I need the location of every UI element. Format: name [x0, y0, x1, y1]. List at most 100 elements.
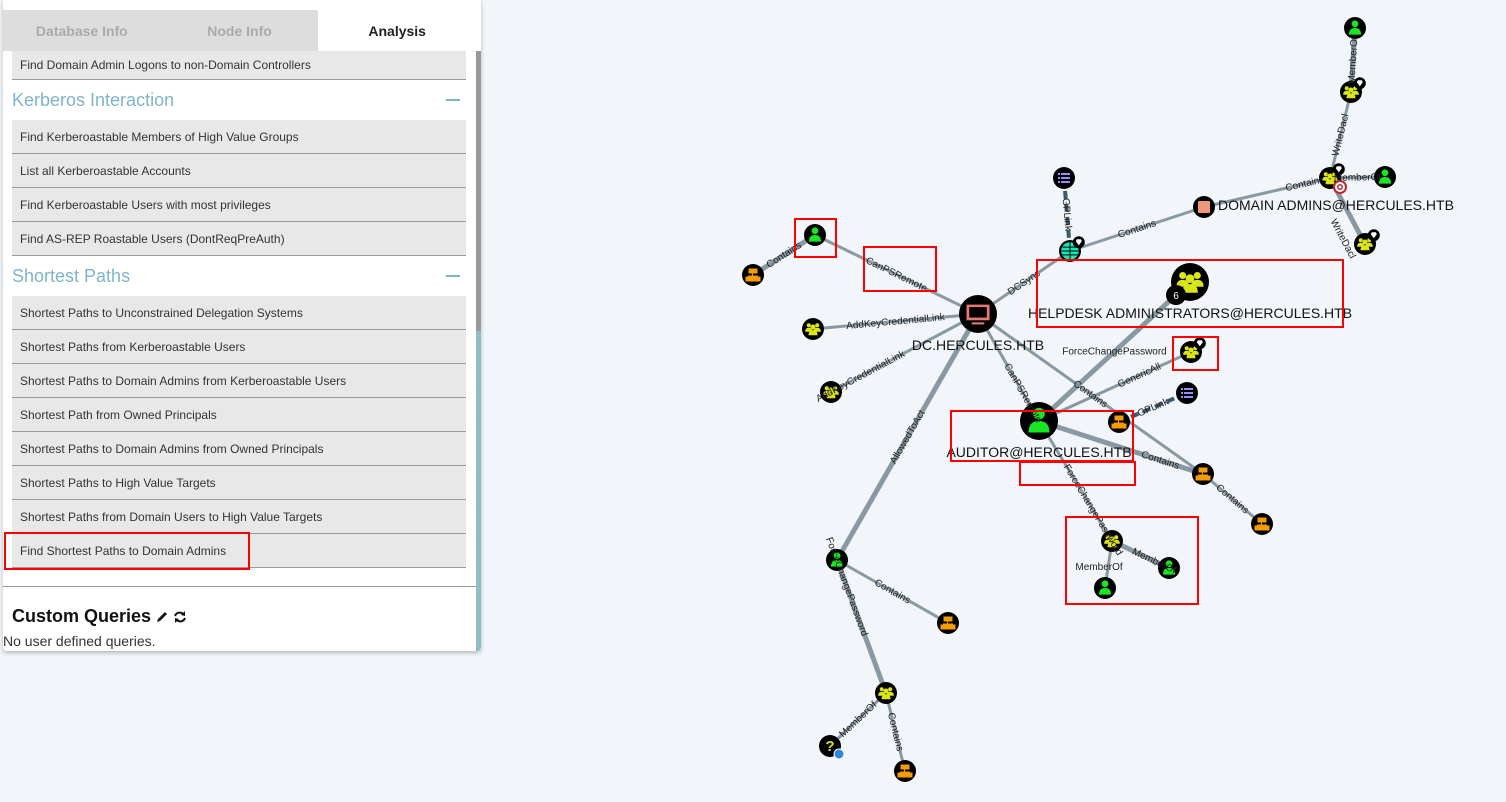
node-label: DC.HERCULES.HTB	[912, 337, 1044, 353]
group-node[interactable]	[1101, 530, 1123, 552]
query-item[interactable]: Find AS-REP Roastable Users (DontReqPreA…	[12, 222, 466, 256]
group-icon	[1183, 346, 1199, 359]
query-item[interactable]: Shortest Paths to High Value Targets	[12, 466, 466, 500]
query-item[interactable]: Find Shortest Paths to Domain Admins	[12, 534, 466, 568]
scrollbar-thumb[interactable]	[476, 51, 481, 331]
section-header[interactable]: Shortest Paths	[12, 256, 466, 296]
edge-contains[interactable]	[836, 558, 949, 625]
computer-node[interactable]: DC.HERCULES.HTB	[912, 295, 1044, 353]
tab-node-info[interactable]: Node Info	[160, 10, 319, 51]
query-item[interactable]: Shortest Paths to Domain Admins from Own…	[12, 432, 466, 466]
ou-icon	[940, 616, 956, 630]
edge-label: Contains	[1071, 378, 1110, 410]
edge-forcechangepassword[interactable]	[1037, 280, 1192, 423]
edge-contains[interactable]	[1069, 205, 1205, 253]
edge-canpsremote[interactable]	[976, 313, 1041, 422]
domain-icon	[1061, 242, 1079, 260]
group-node[interactable]	[1180, 337, 1206, 363]
group-node[interactable]	[802, 318, 824, 340]
edge-writedacl[interactable]	[1328, 91, 1353, 179]
pencil-icon[interactable]	[155, 610, 169, 624]
query-item[interactable]: Shortest Paths from Kerberoastable Users	[12, 330, 466, 364]
edge-canpsremote[interactable]	[814, 233, 979, 316]
edge-label: Contains	[872, 577, 912, 606]
group-icon	[878, 687, 894, 700]
edge-forcechangepassword[interactable]	[1037, 420, 1114, 542]
highlight-box	[4, 532, 250, 570]
group-node[interactable]	[1354, 229, 1380, 255]
edge-allowedtoact[interactable]	[834, 312, 981, 562]
highlight-box	[794, 218, 837, 258]
container-icon	[1198, 201, 1210, 213]
ou-node[interactable]	[742, 264, 764, 286]
ou-node[interactable]	[1108, 411, 1130, 433]
edge-memberof[interactable]	[828, 691, 888, 748]
refresh-icon[interactable]	[173, 610, 187, 624]
user-icon	[830, 552, 844, 567]
edge-label: WriteDacl	[1331, 113, 1352, 158]
edge-contains[interactable]	[1203, 176, 1331, 209]
edge-label: ForceChangePassword	[823, 536, 869, 638]
section-header[interactable]: Kerberos Interaction	[12, 80, 466, 120]
edge-contains[interactable]	[884, 692, 907, 772]
edge-addkeycredentiallink[interactable]	[812, 312, 979, 331]
edge-label: GPLink	[1060, 198, 1074, 233]
edge-label: Contains	[885, 712, 905, 753]
tab-analysis[interactable]: Analysis	[318, 10, 477, 51]
target-icon	[1333, 180, 1347, 194]
container-node[interactable]	[1193, 196, 1215, 218]
collapse-icon[interactable]	[446, 99, 460, 101]
no-custom-queries-text: No user defined queries.	[3, 633, 156, 649]
gpo-node[interactable]	[1176, 382, 1198, 404]
query-item[interactable]: Shortest Paths to Domain Admins from Ker…	[12, 364, 466, 398]
ou-node[interactable]	[937, 612, 959, 634]
query-item[interactable]: Shortest Paths to Unconstrained Delegati…	[12, 296, 466, 330]
highlight-box	[950, 410, 1134, 462]
query-item[interactable]: List all Kerberoastable Accounts	[12, 154, 466, 188]
ou-node[interactable]	[894, 760, 916, 782]
edge-genericall[interactable]	[1038, 350, 1192, 423]
query-item[interactable]: Find Kerberoastable Members of High Valu…	[12, 120, 466, 154]
group-node[interactable]	[820, 381, 842, 403]
user-node[interactable]	[1344, 17, 1366, 39]
ou-node[interactable]	[1251, 513, 1273, 535]
query-item[interactable]: Find Domain Admin Logons to non-Domain C…	[12, 51, 466, 80]
user-node[interactable]	[804, 224, 826, 246]
group-node[interactable]	[875, 682, 897, 704]
highlight-box	[1036, 259, 1344, 328]
edge-addkeycredentiallink[interactable]	[830, 312, 979, 394]
user-node[interactable]	[826, 549, 848, 571]
user-node[interactable]	[1374, 166, 1396, 188]
highlight-box	[863, 246, 937, 292]
edge-contains[interactable]	[751, 232, 817, 278]
query-item[interactable]: Shortest Path from Owned Principals	[12, 398, 466, 432]
edge-contains[interactable]	[1202, 472, 1263, 526]
query-item[interactable]: Shortest Paths from Domain Users to High…	[12, 500, 466, 534]
edge-forcechangepassword[interactable]	[834, 559, 889, 694]
sidebar-panel: Database Info Node Info Analysis Find Do…	[3, 0, 481, 651]
edge-contains[interactable]	[977, 312, 1204, 476]
divider	[3, 586, 476, 587]
gpo-node[interactable]	[1053, 167, 1075, 189]
computer-icon	[966, 304, 990, 325]
tab-database-info[interactable]: Database Info	[3, 10, 161, 51]
group-node[interactable]: DOMAIN ADMINS@HERCULES.HTB	[1218, 163, 1454, 213]
unknown-glyph: ?	[825, 738, 834, 755]
group-icon	[1357, 238, 1373, 251]
edge-label: GenericAll	[1116, 361, 1163, 390]
collapse-icon[interactable]	[446, 275, 460, 277]
query-item[interactable]: Find Kerberoastable Users with most priv…	[12, 188, 466, 222]
domain-node[interactable]	[1059, 236, 1085, 262]
edge-contains[interactable]	[1038, 418, 1204, 477]
edge-label: MemberOf	[837, 699, 879, 740]
user-node[interactable]	[1094, 577, 1116, 599]
section-title: Kerberos Interaction	[12, 89, 175, 110]
scrollbar[interactable]	[476, 51, 481, 651]
unknown-node[interactable]: ?	[819, 735, 845, 760]
group-node[interactable]	[1340, 77, 1366, 103]
user-node[interactable]	[1158, 557, 1180, 579]
ou-node[interactable]	[1192, 463, 1214, 485]
edge-label: AllowedToAct	[888, 408, 928, 466]
